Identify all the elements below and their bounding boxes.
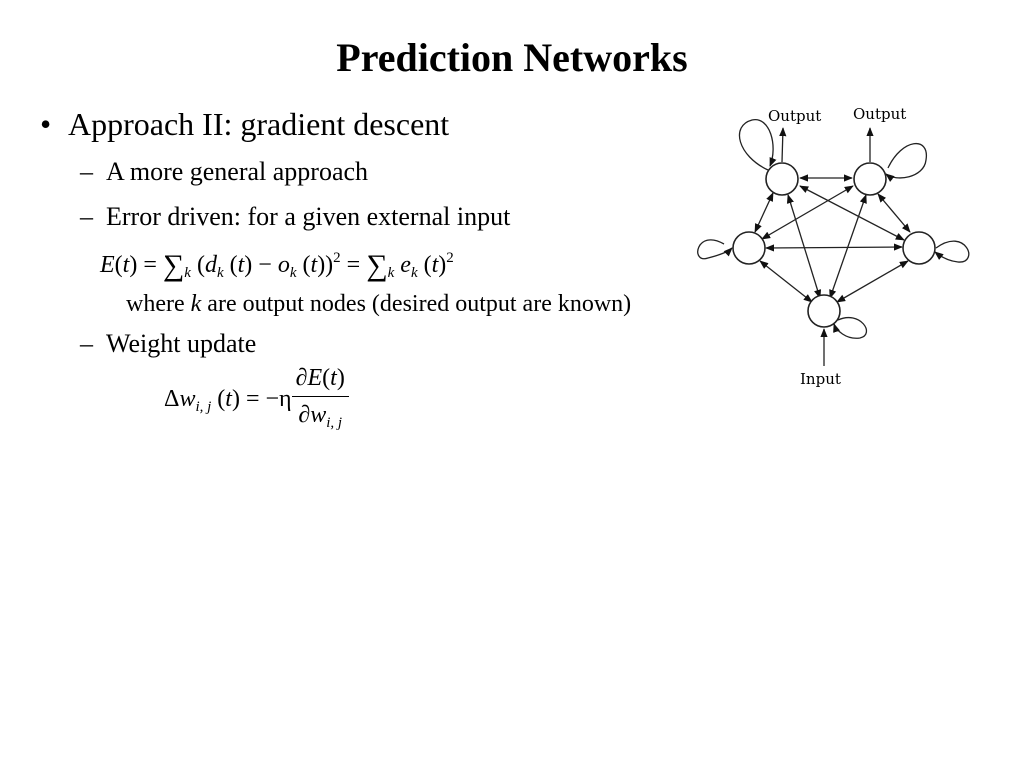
gradient-fraction: ∂E(t)∂wi, j — [291, 362, 349, 439]
sub-item-text: Weight update — [106, 329, 257, 358]
bullet-approach: • Approach II: gradient descent — [40, 102, 449, 146]
eq-symbol: w — [310, 402, 327, 428]
sub-item-text: A more general approach — [106, 157, 369, 186]
eq-symbol: i, j — [195, 399, 212, 416]
eq-symbol: k — [289, 265, 297, 281]
eq-symbol: k — [410, 265, 418, 281]
output-label-right: Output — [853, 105, 906, 123]
dash-marker: – — [80, 329, 93, 358]
eq-symbol: i, j — [326, 415, 343, 431]
eq-symbol: E — [307, 365, 323, 391]
dash-marker: – — [80, 202, 93, 231]
sub-item-weight-update: –Weight update — [80, 326, 256, 362]
output-label-left: Output — [768, 107, 821, 125]
output-nodes-note: where k are output nodes (desired output… — [126, 288, 631, 320]
error-equation: E(t) = ∑k (dk (t) − ok (t))2 = ∑k ek (t)… — [100, 249, 454, 282]
recurrent-network-diagram: Output Output Input — [697, 105, 970, 388]
slide-title: Prediction Networks — [336, 35, 688, 80]
eq-symbol: k — [387, 265, 395, 281]
eq-symbol: = — [143, 252, 157, 278]
eq-symbol: η — [279, 386, 292, 413]
hidden-node-right — [902, 231, 936, 265]
eq-symbol: = − — [245, 386, 280, 413]
input-node — [807, 294, 841, 328]
output-node-left — [765, 162, 799, 196]
output-node-right — [853, 162, 887, 196]
eq-symbol: t — [310, 252, 318, 278]
eq-symbol: e — [400, 252, 411, 278]
weight-update-equation: Δwi, j (t) = −η∂E(t)∂wi, j — [164, 362, 349, 439]
eq-symbol: t — [225, 386, 232, 413]
input-label: Input — [800, 370, 841, 388]
eq-symbol: k — [184, 265, 191, 281]
eq-symbol: Δ — [164, 386, 180, 413]
eq-symbol: t — [431, 252, 439, 278]
eq-symbol: E — [100, 252, 115, 278]
sum-symbol: ∑ — [162, 249, 185, 282]
eq-symbol: − — [258, 252, 272, 278]
sub-item-error-driven: –Error driven: for a given external inpu… — [80, 199, 510, 235]
sum-symbol: ∑ — [366, 249, 388, 282]
eq-symbol: = — [346, 252, 361, 278]
eq-symbol: ∂ — [298, 402, 311, 428]
eq-symbol: t — [122, 252, 130, 278]
eq-symbol: w — [179, 386, 196, 413]
eq-symbol: d — [204, 252, 217, 278]
eq-symbol: t — [237, 252, 245, 278]
fraction-denominator: ∂wi, j — [292, 397, 349, 439]
eq-symbol: ∂ — [295, 365, 308, 391]
sub-item-text: Error driven: for a given external input — [106, 202, 511, 231]
eq-symbol: t — [330, 365, 337, 391]
fraction-numerator: ∂E(t) — [291, 362, 349, 397]
note-var: k — [190, 291, 202, 317]
dash-marker: – — [80, 157, 93, 186]
hidden-node-left — [732, 231, 766, 265]
bullet-marker: • — [40, 106, 52, 142]
eq-symbol: o — [277, 252, 290, 278]
eq-symbol: k — [216, 265, 224, 281]
sub-item-general: –A more general approach — [80, 154, 368, 190]
eq-symbol: 2 — [446, 250, 454, 266]
bullet-text: Approach II: gradient descent — [68, 106, 450, 142]
note-text: where — [126, 291, 191, 317]
eq-symbol: 2 — [333, 250, 341, 266]
note-text: are output nodes (desired output are kno… — [201, 291, 632, 317]
